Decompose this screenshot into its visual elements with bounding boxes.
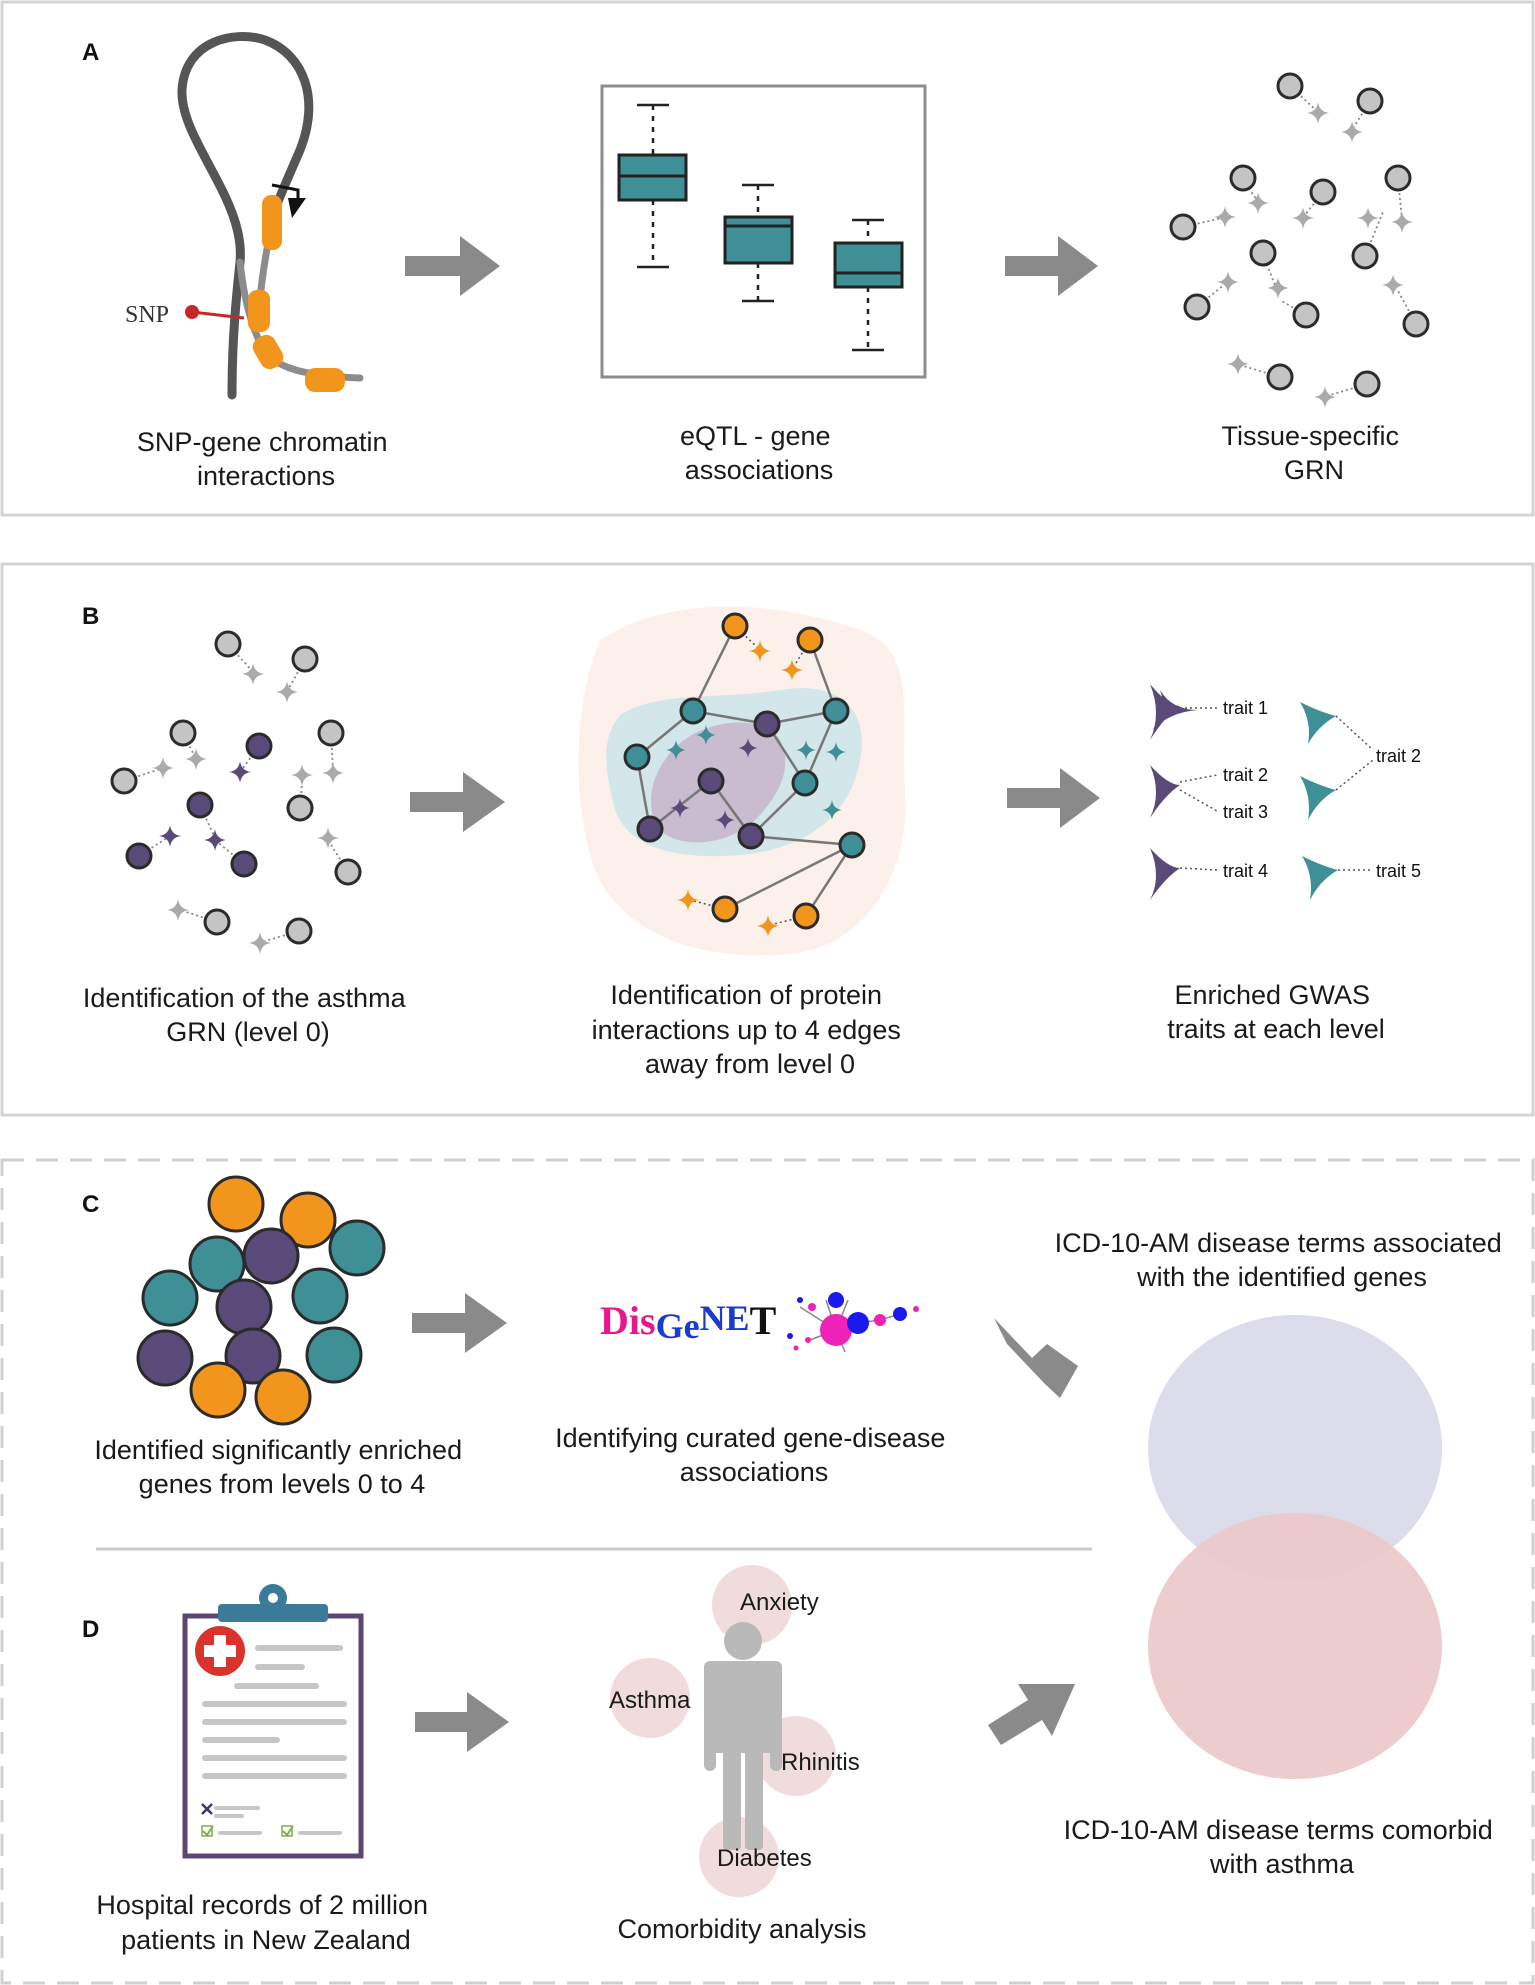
caption-asthma-grn: Identification of the asthma GRN (level … <box>83 983 413 1047</box>
condition-label: Asthma <box>609 1687 691 1714</box>
protein-network-illustration <box>578 606 906 956</box>
arrow-right-icon <box>410 772 505 832</box>
caption-chromatin: SNP-gene chromatin interactions <box>137 427 395 491</box>
condition-label: Anxiety <box>740 1589 819 1616</box>
venn-circle-comorbid <box>1148 1513 1442 1779</box>
panel-a-label: A <box>82 39 99 66</box>
caption-protein-interactions: Identification of protein interactions u… <box>592 980 909 1079</box>
grn-nodes <box>1169 72 1430 398</box>
promoter-arrow-icon <box>288 198 306 218</box>
arrow-right-icon <box>415 1692 509 1752</box>
svg-text:DisGeNET: DisGeNET <box>600 1298 777 1346</box>
venn-top-caption: ICD-10-AM disease terms associated with … <box>1055 1228 1510 1292</box>
trait-label: trait 4 <box>1223 861 1268 881</box>
panel-b-label: B <box>82 603 99 630</box>
chromatin-loop-illustration: SNP <box>125 32 364 400</box>
venn-diagram: ICD-10-AM disease terms associated with … <box>1055 1228 1510 1879</box>
caption-disgenet: Identifying curated gene-disease associa… <box>555 1423 953 1487</box>
caption-grn: Tissue-specific GRN <box>1221 421 1406 485</box>
comorbidity-illustration: Anxiety Asthma Rhinitis Diabetes <box>609 1565 860 1897</box>
clipboard-icon <box>182 1584 364 1859</box>
condition-label: Rhinitis <box>781 1749 860 1776</box>
asthma-grn-illustration <box>110 630 362 954</box>
person-icon <box>704 1622 782 1850</box>
panel-a-arrows <box>405 236 1098 296</box>
panel-c-label: C <box>82 1191 99 1218</box>
venn-circle-genes <box>1148 1315 1442 1581</box>
snp-label: SNP <box>125 302 169 328</box>
caption-gwas-traits: Enriched GWAS traits at each level <box>1167 980 1385 1044</box>
eqtl-boxplot-illustration <box>600 84 927 379</box>
arrow-right-icon <box>412 1293 507 1353</box>
trait-label: trait 3 <box>1223 802 1268 822</box>
condition-label: Diabetes <box>717 1845 812 1872</box>
arrow-right-icon <box>1005 236 1098 296</box>
panel-d-label: D <box>82 1616 99 1643</box>
gene-cluster-illustration <box>136 1175 386 1426</box>
trait-label: trait 1 <box>1223 698 1268 718</box>
arrow-up-right-icon <box>988 1684 1075 1745</box>
arrow-down-right-icon <box>994 1318 1078 1398</box>
panel-d: D <box>82 1565 1075 1955</box>
trait-label: trait 5 <box>1376 861 1421 881</box>
caption-comorbidity: Comorbidity analysis <box>617 1914 866 1944</box>
caption-enriched-genes: Identified significantly enriched genes … <box>94 1435 469 1499</box>
gwas-traits-illustration: trait 1 trait 2 trait 3 trait 4 trait 2 … <box>1150 684 1421 900</box>
panel-c: C DisGeNET <box>82 1175 1078 1499</box>
arrow-right-icon <box>1007 768 1100 828</box>
venn-bottom-caption: ICD-10-AM disease terms comorbid with as… <box>1064 1815 1501 1879</box>
caption-hospital-records: Hospital records of 2 million patients i… <box>96 1890 435 1955</box>
panel-b: B <box>0 562 1535 1117</box>
arrow-right-icon <box>405 236 500 296</box>
caption-eqtl: eQTL - gene associations <box>680 421 838 485</box>
disgenet-logo: DisGeNET <box>600 1292 919 1353</box>
snp-marker <box>185 305 199 319</box>
trait-label: trait 2 <box>1223 765 1268 785</box>
panel-a: A SNP <box>0 0 1535 517</box>
trait-label: trait 2 <box>1376 746 1421 766</box>
